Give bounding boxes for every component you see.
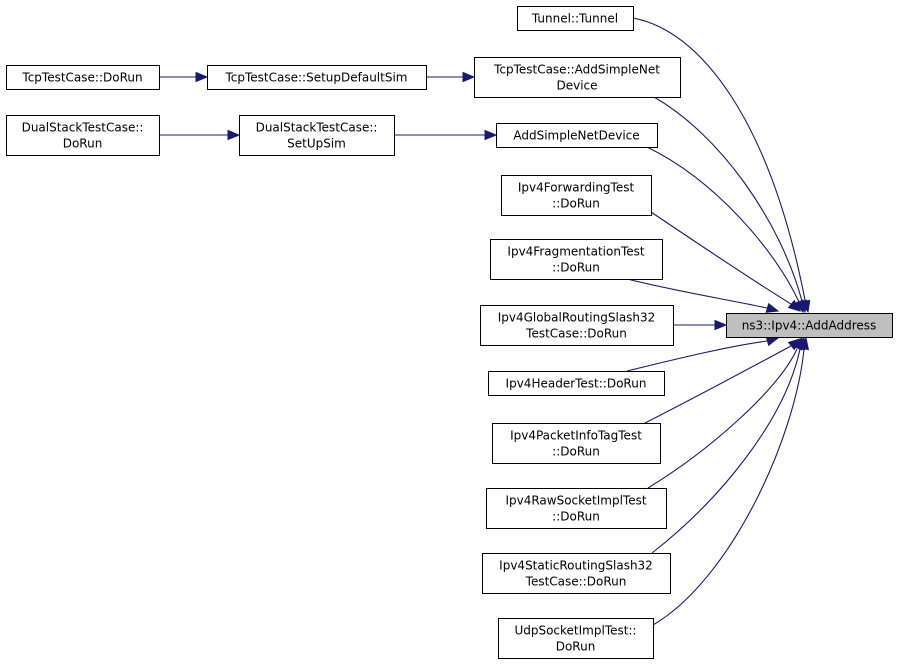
arrowhead-icon [714,319,728,331]
edge-frag-to-target [626,278,780,313]
node-label: Ipv4HeaderTest::DoRun [506,377,647,391]
node-box [726,313,893,338]
node-label: Ipv4RawSocketImplTest [505,494,646,508]
edge-addsnd-to-target [646,146,804,314]
node-box [496,123,658,148]
node-label: TcpTestCase::AddSimpleNet [493,63,660,77]
edge-line [626,278,768,309]
node-tcp-addsnd[interactable]: TcpTestCase::AddSimpleNetDevice [474,57,681,98]
node-label: TestCase::DoRun [525,575,627,589]
node-box [486,488,667,529]
edge-stat-to-target [651,336,806,554]
arrowhead-icon [195,71,209,83]
edge-tcp-dorun-to-tcp-setup [159,71,209,83]
edge-line [652,348,805,626]
edge-line [647,348,798,489]
edge-line [626,340,768,372]
edge-tcp-addsnd-to-target [653,96,808,314]
node-ds-dorun[interactable]: DualStackTestCase::DoRun [6,115,160,156]
node-box [474,57,681,98]
node-hdr[interactable]: Ipv4HeaderTest::DoRun [488,371,665,396]
node-label: SetUpSim [287,137,346,151]
node-box [6,65,160,90]
node-box [207,65,427,90]
node-box [488,371,665,396]
node-label: TcpTestCase::DoRun [21,71,142,85]
arrowhead-icon [227,129,241,141]
node-label: ns3::Ipv4::AddAddress [742,319,877,333]
node-label: Ipv4FragmentationTest [507,245,644,259]
node-label: UdpSocketImplTest:: [514,624,636,638]
arrowhead-icon [798,336,810,351]
edge-line [646,146,800,303]
edge-line [653,96,803,302]
node-label: ::DoRun [552,197,600,211]
node-label: DoRun [63,137,103,151]
node-raw[interactable]: Ipv4RawSocketImplTest::DoRun [486,488,667,529]
node-tcp-setup[interactable]: TcpTestCase::SetupDefaultSim [207,65,427,90]
node-box [501,175,652,216]
edges-layer [159,17,811,626]
arrowhead-icon [793,299,804,314]
edge-line [632,17,806,301]
node-label: ::DoRun [552,510,600,524]
node-udp[interactable]: UdpSocketImplTest::DoRun [498,618,654,659]
arrowhead-icon [462,71,476,83]
node-box [490,239,663,280]
node-label: AddSimpleNetDevice [513,129,639,143]
arrowhead-icon [484,129,498,141]
arrowhead-icon [765,302,780,313]
node-frag[interactable]: Ipv4FragmentationTest::DoRun [490,239,663,280]
node-label: Tunnel::Tunnel [531,12,618,26]
node-pkt[interactable]: Ipv4PacketInfoTagTest::DoRun [492,423,661,464]
node-addsnd[interactable]: AddSimpleNetDevice [496,123,658,148]
node-label: TcpTestCase::SetupDefaultSim [224,71,407,85]
node-fwd[interactable]: Ipv4ForwardingTest::DoRun [501,175,652,216]
nodes-layer: Tunnel::TunnelTcpTestCase::AddSimpleNetD… [6,6,893,659]
node-box [480,305,674,346]
node-label: Ipv4PacketInfoTagTest [510,429,642,443]
edge-line [651,348,801,554]
node-tunnel[interactable]: Tunnel::Tunnel [517,6,634,31]
node-label: DoRun [556,640,596,654]
node-ds-setup[interactable]: DualStackTestCase::SetUpSim [239,115,395,156]
edge-tcp-setup-to-tcp-addsnd [426,71,476,83]
node-box [482,553,671,594]
node-box [492,423,661,464]
edge-udp-to-target [652,336,810,626]
node-label: Device [556,79,597,93]
node-label: TestCase::DoRun [525,327,627,341]
node-target[interactable]: ns3::Ipv4::AddAddress [726,313,893,338]
node-label: ::DoRun [552,261,600,275]
node-label: Ipv4GlobalRoutingSlash32 [498,311,656,325]
node-box [517,6,634,31]
edge-ds-dorun-to-ds-setup [159,129,241,141]
edge-glob-to-target [673,319,728,331]
node-box [498,618,654,659]
edge-ds-setup-to-addsnd [394,129,498,141]
node-box [6,115,160,156]
node-label: DualStackTestCase:: [256,121,378,135]
node-label: ::DoRun [552,445,600,459]
edge-line [650,211,792,305]
arrowhead-icon [787,299,802,312]
node-tcp-dorun[interactable]: TcpTestCase::DoRun [6,65,160,90]
node-label: Ipv4StaticRoutingSlash32 [499,559,653,573]
node-box [239,115,395,156]
edge-line [644,345,792,424]
node-label: DualStackTestCase:: [22,121,144,135]
node-label: Ipv4ForwardingTest [518,181,635,195]
edge-fwd-to-target [650,211,802,312]
